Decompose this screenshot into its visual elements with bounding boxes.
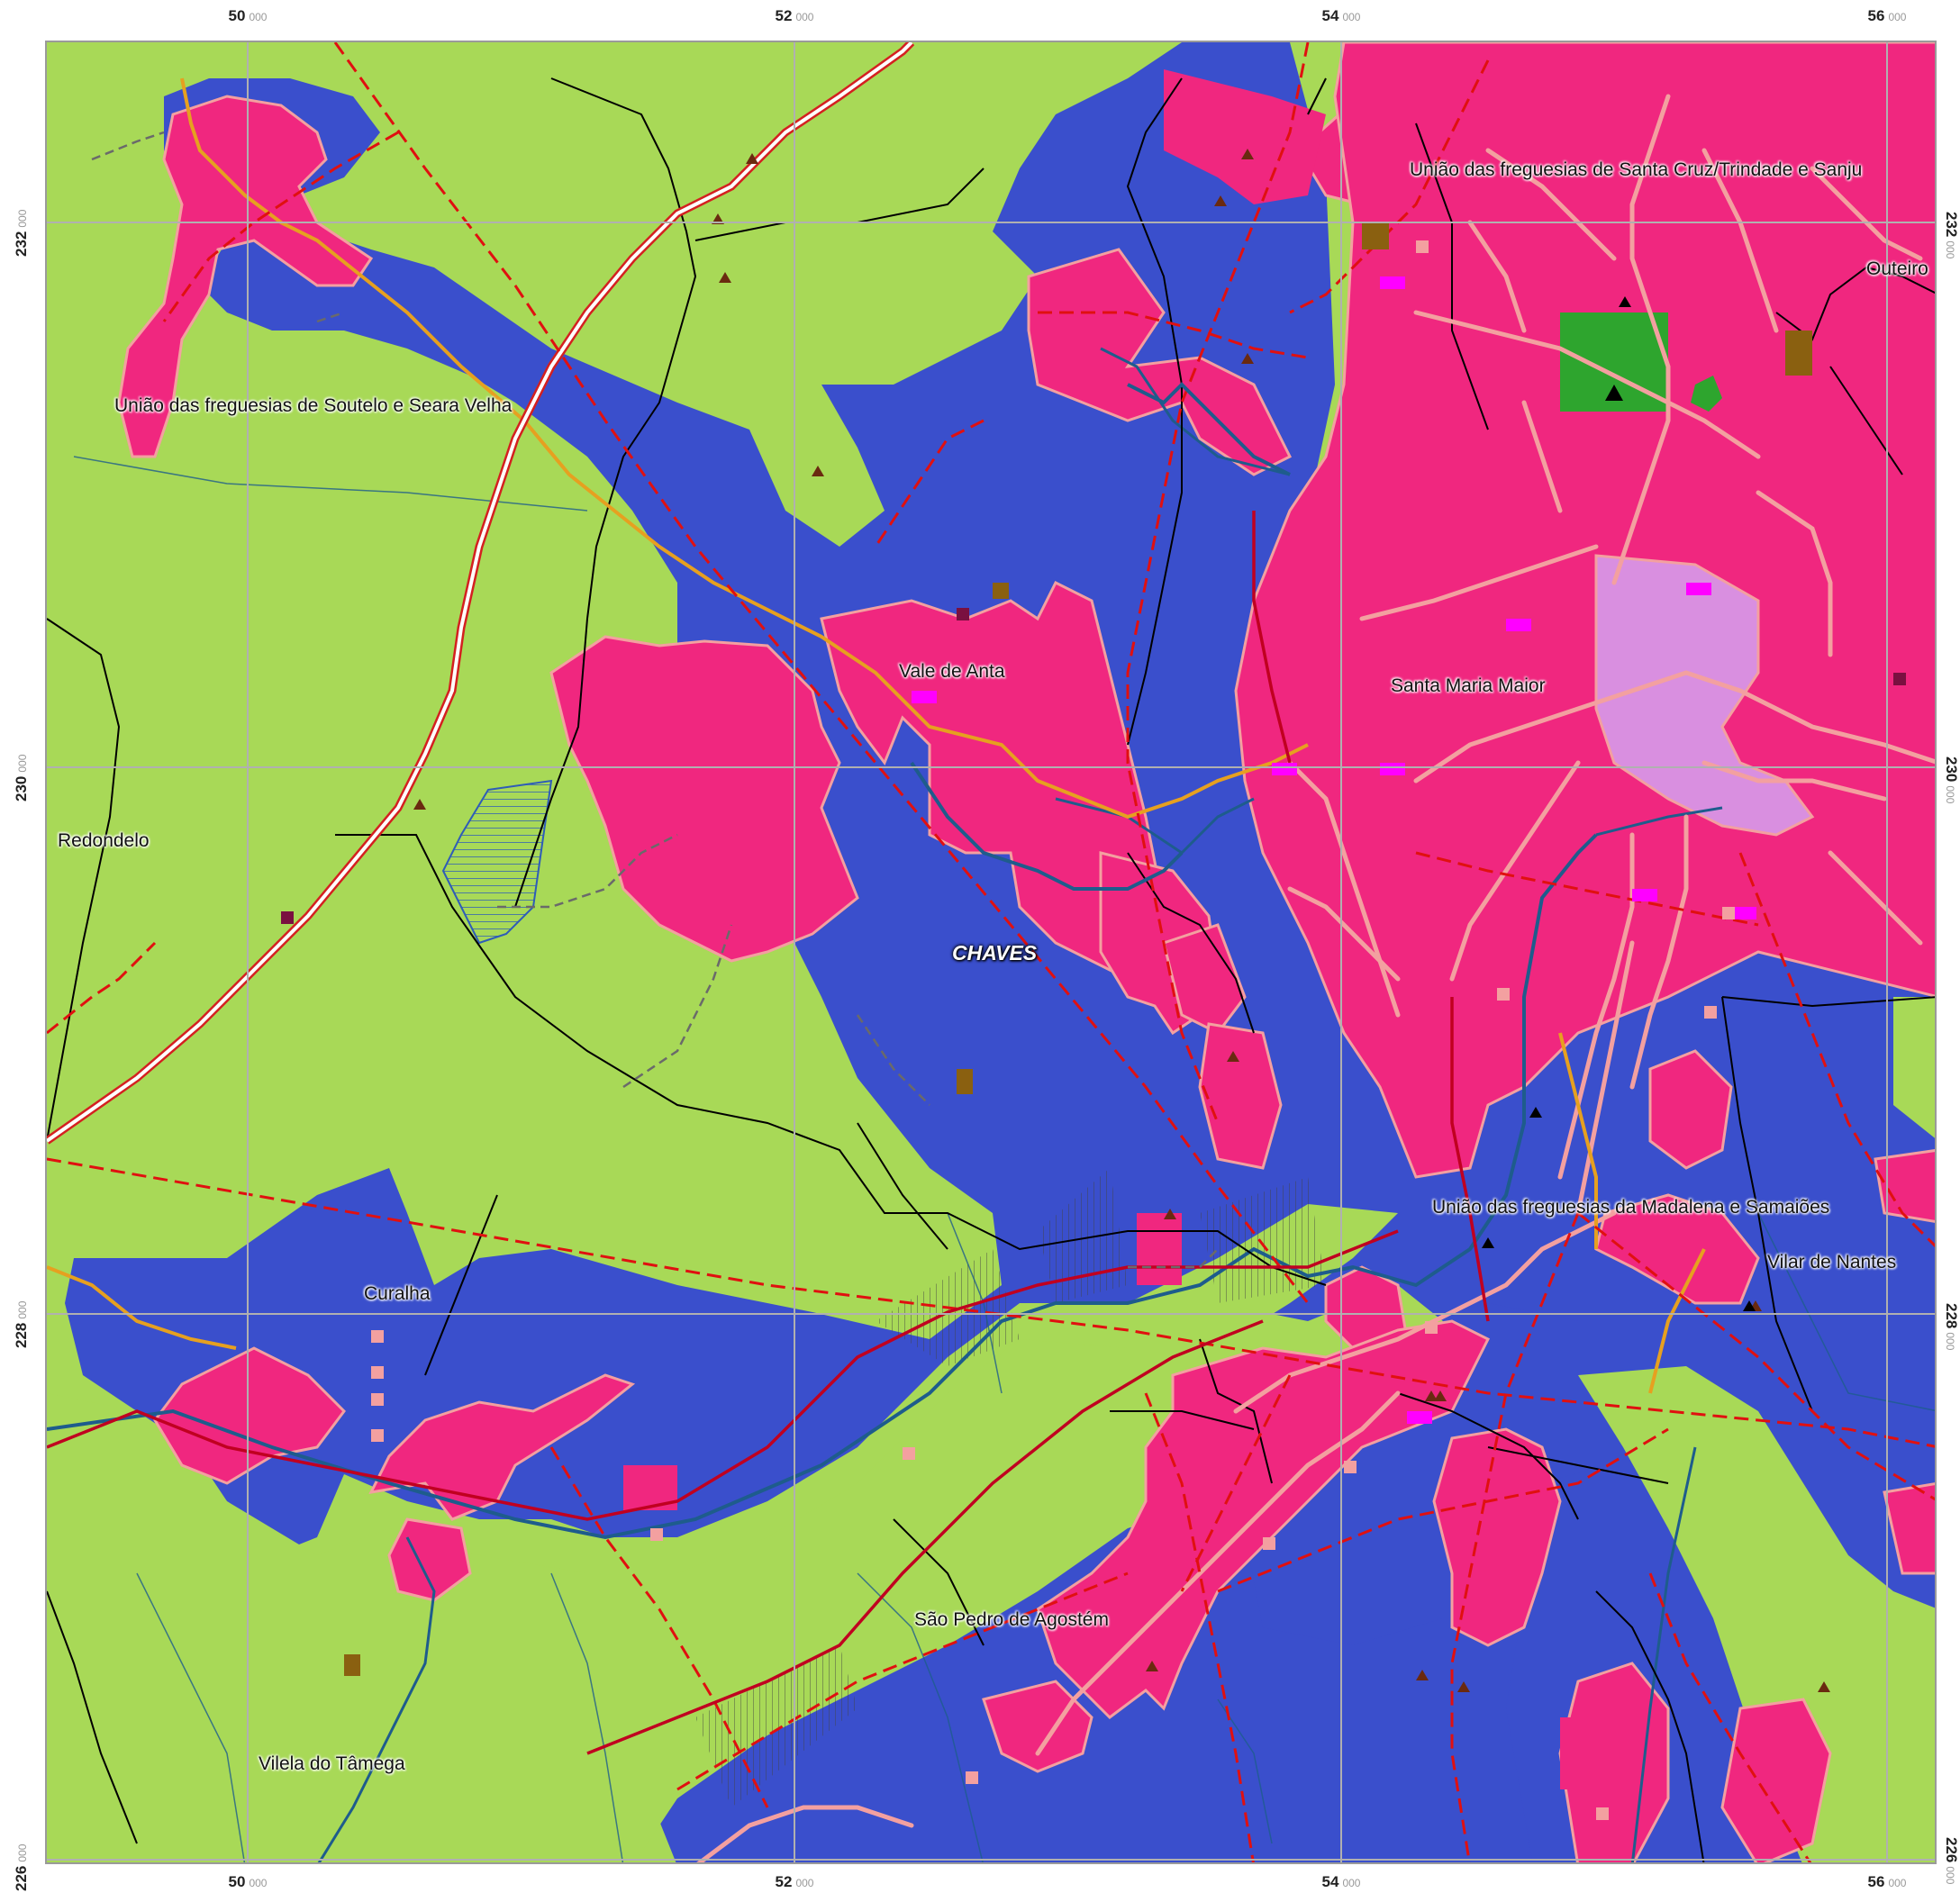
historic-center: [1594, 554, 1815, 837]
grid-label-y-226-left: 226000: [13, 1843, 30, 1891]
place-label-santa-cruz: União das freguesias de Santa Cruz/Trind…: [1410, 159, 1863, 180]
main-roads: [47, 77, 1706, 1394]
motorway: [47, 42, 915, 1145]
place-label-sao-pedro: São Pedro de Agostém: [914, 1609, 1109, 1630]
grid-label-y-228-left: 228000: [13, 1300, 30, 1348]
place-label-santa-maria-maior: Santa Maria Maior: [1391, 675, 1546, 696]
place-label-redondelo: Redondelo: [58, 830, 150, 851]
map-canvas[interactable]: União das freguesias de Soutelo e Seara …: [45, 41, 1937, 1864]
grid-label-y-230-right: 230000: [1943, 756, 1960, 804]
dark-squares: [281, 608, 1906, 924]
grid-lines: [47, 42, 1935, 1862]
reservoir: [441, 779, 553, 945]
land-use-map[interactable]: [47, 42, 1937, 1864]
place-label-vilar-de-nantes: Vilar de Nantes: [1767, 1252, 1897, 1273]
grid-label-y-226-right: 226000: [1943, 1837, 1960, 1885]
square-markers: [371, 240, 1735, 1820]
place-label-vilela: Vilela do Tâmega: [259, 1753, 405, 1774]
magenta-markers: [912, 276, 1756, 1424]
grid-label-y-228-right: 228000: [1943, 1303, 1960, 1351]
urban-areas: [117, 42, 1935, 1862]
administrative-boundaries: [47, 77, 1935, 1862]
red-dashed-lines: [47, 42, 1935, 1862]
triangle-markers: [413, 149, 1830, 1692]
place-label-outeiro: Outeiro: [1866, 258, 1928, 279]
agricultural-patches: [47, 997, 1935, 1862]
peak-markers: [1482, 296, 1756, 1311]
place-label-curalha: Curalha: [364, 1283, 431, 1304]
tracks: [91, 131, 1219, 1269]
facility-patches: [623, 69, 1623, 1789]
grid-label-y-232-right: 232000: [1943, 212, 1960, 259]
grid-label-y-230-left: 230000: [13, 754, 30, 802]
municipality-label: CHAVES: [952, 941, 1038, 965]
grid-label-y-232-left: 232000: [13, 209, 30, 257]
place-label-vale-de-anta: Vale de Anta: [899, 661, 1005, 682]
place-label-soutelo: União das freguesias de Soutelo e Seara …: [114, 395, 513, 416]
urban-canals: [910, 382, 1291, 891]
brown-patches: [344, 222, 1812, 1676]
place-label-madalena: União das freguesias da Madalena e Samai…: [1432, 1197, 1830, 1218]
